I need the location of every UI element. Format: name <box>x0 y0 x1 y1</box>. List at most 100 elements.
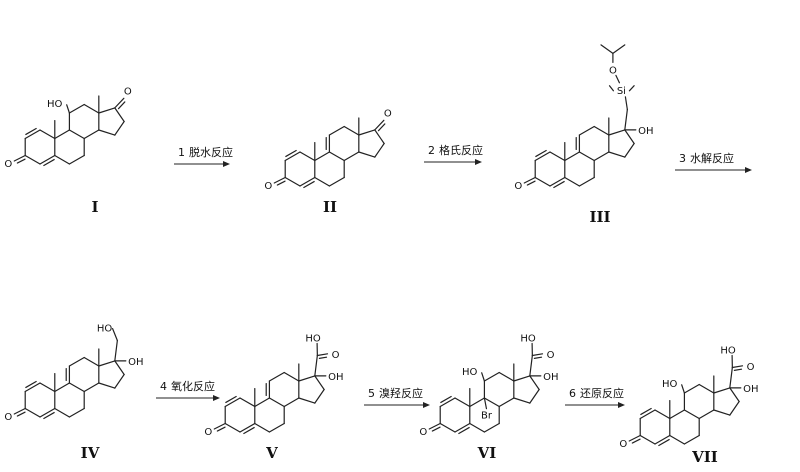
bond <box>68 154 85 165</box>
bond <box>669 409 686 420</box>
bond <box>24 407 41 418</box>
carbonyl-bond <box>213 422 226 430</box>
step-number: 1 <box>178 146 185 159</box>
compound-label-5: V <box>265 444 278 462</box>
double-bond <box>43 158 55 167</box>
bond <box>713 409 731 416</box>
double-bond <box>440 395 452 404</box>
bond <box>454 397 471 408</box>
compound-label-6: VI <box>477 444 497 462</box>
step-number: 6 <box>569 387 576 400</box>
double-bond <box>534 151 551 162</box>
bond <box>68 129 85 140</box>
bond <box>529 375 540 391</box>
double-bond <box>39 407 56 418</box>
double-bond <box>654 434 671 445</box>
hydroxyl-17: OH <box>638 126 653 137</box>
arrowhead-4 <box>213 395 220 401</box>
bond <box>343 151 360 162</box>
double-bond <box>243 426 255 435</box>
bond <box>439 422 456 433</box>
bond <box>114 107 125 123</box>
bond <box>239 397 256 408</box>
double-bond <box>439 397 456 408</box>
bond <box>612 44 626 55</box>
acid-carbonyl-oxygen: O <box>747 362 755 373</box>
bond <box>298 375 316 382</box>
compound-label-2: II <box>323 198 337 216</box>
hydroxymethyl-oxygen: HO <box>97 324 113 335</box>
bond <box>111 328 118 342</box>
compound-label-1: I <box>91 198 98 216</box>
double-bond <box>24 382 41 393</box>
hydroxyl-17: OH <box>543 372 558 383</box>
carbonyl-bond <box>733 368 743 372</box>
hydroxyl-17: OH <box>128 357 143 368</box>
bond <box>549 151 566 162</box>
carbonyl-bond <box>428 422 441 430</box>
bond <box>68 407 85 418</box>
bond <box>593 151 610 162</box>
bond <box>729 387 740 403</box>
bond <box>54 154 71 165</box>
arrowhead-6 <box>618 402 625 408</box>
bond <box>283 371 300 382</box>
step-number: 5 <box>368 387 375 400</box>
compound-2-structure: OO <box>264 108 392 192</box>
bond <box>578 125 595 136</box>
double-bond <box>239 422 256 433</box>
bond <box>681 384 686 394</box>
bond <box>615 74 621 84</box>
carbonyl-bond <box>628 434 641 442</box>
bond <box>54 382 71 393</box>
bond <box>284 176 301 187</box>
bond <box>593 125 610 136</box>
bond <box>578 151 595 162</box>
bond <box>83 356 100 367</box>
bond <box>114 373 125 389</box>
carbonyl-bond <box>276 180 286 186</box>
carbonyl-bond <box>631 438 641 444</box>
arrowhead-2 <box>475 159 482 165</box>
ketone-oxygen: O <box>264 181 272 192</box>
double-bond <box>224 397 241 408</box>
bond <box>98 107 116 114</box>
bond <box>314 388 325 404</box>
carbonyl-bond <box>273 176 286 184</box>
bond <box>483 397 500 408</box>
bond <box>68 356 85 367</box>
carbonyl-bond <box>533 356 543 360</box>
ketone-oxygen: O <box>204 427 212 438</box>
double-bond <box>454 422 471 433</box>
acid-carbonyl-oxygen: O <box>332 350 340 361</box>
bond <box>483 422 500 433</box>
bond <box>254 397 271 408</box>
double-bond <box>535 149 547 158</box>
ketone-17-oxygen: O <box>384 108 392 119</box>
double-bond <box>658 438 670 447</box>
bond <box>268 371 285 382</box>
carbonyl-bond <box>13 407 26 415</box>
bond <box>68 382 85 393</box>
hydroxyl-11: HO <box>47 99 63 110</box>
bond <box>624 96 628 111</box>
bond <box>624 108 628 131</box>
bond <box>483 397 488 410</box>
bond <box>114 360 125 376</box>
bond <box>314 151 331 162</box>
step-number: 4 <box>160 380 167 393</box>
bond <box>698 409 715 420</box>
acid-carbonyl-oxygen: O <box>547 350 555 361</box>
bond <box>683 434 700 445</box>
arrowhead-3 <box>745 167 752 173</box>
bond <box>299 151 316 162</box>
bond <box>114 120 125 136</box>
bond <box>54 129 71 140</box>
